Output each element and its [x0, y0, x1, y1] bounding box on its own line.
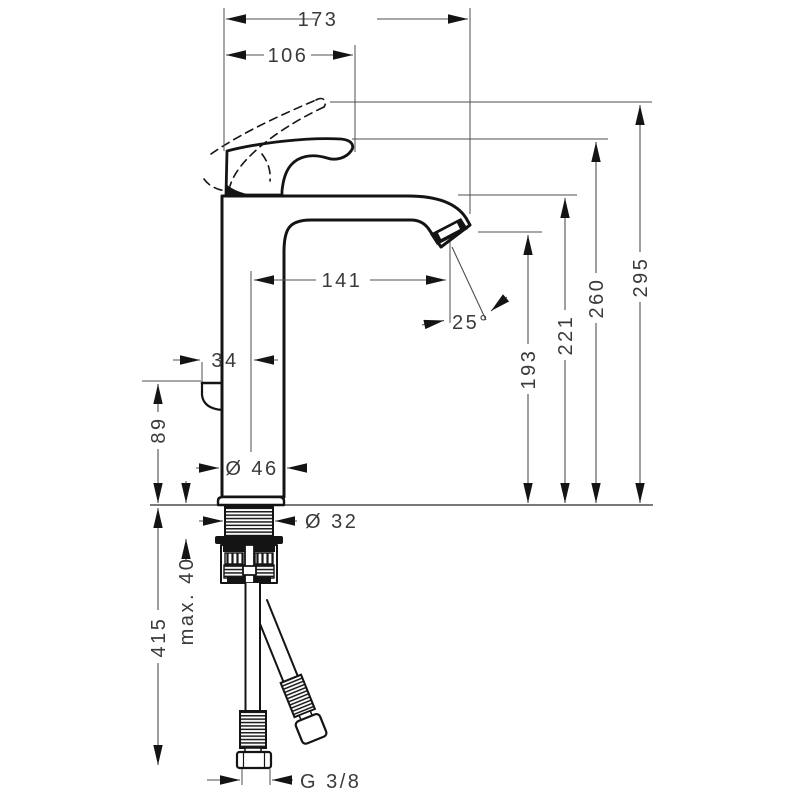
lever-raised-outline — [203, 97, 327, 192]
aerator-slot — [438, 223, 460, 239]
dim-lever-height: 260 — [586, 142, 608, 503]
dim-label-g38: G 3/8 — [300, 771, 361, 793]
threaded-shank — [224, 506, 274, 537]
dim-label-dia46: Ø 46 — [225, 458, 278, 480]
supply-hoses — [235, 582, 328, 770]
base-plate — [216, 495, 286, 507]
dim-label-max40: max. 40 — [176, 557, 198, 646]
dim-label-34: 34 — [211, 350, 238, 372]
pull-rod — [244, 544, 255, 584]
faucet — [200, 97, 472, 770]
dim-label-173: 173 — [298, 9, 339, 31]
dim-label-89: 89 — [148, 416, 170, 443]
hose-crimp-sleeve — [239, 710, 267, 749]
lever-handle — [224, 137, 355, 197]
dim-outlet-height: 193 — [518, 235, 540, 503]
dim-label-dia32: Ø 32 — [305, 511, 358, 533]
dim-spout-reach: 141 — [254, 270, 446, 292]
hose-connection-nut — [235, 750, 273, 770]
mounting-hardware — [215, 506, 283, 584]
angled-hose-nut — [294, 712, 328, 745]
dim-max-deck-thickness: max. 40 — [176, 481, 198, 645]
dim-label-295: 295 — [630, 257, 652, 298]
dim-hose-length: 415 — [148, 508, 170, 765]
dim-rod-height: 89 — [148, 384, 170, 503]
dim-lever-width: 106 — [226, 45, 353, 67]
dim-spray-angle: 25° — [421, 246, 510, 334]
dim-lever-raised-height: 295 — [630, 105, 652, 503]
dim-label-260: 260 — [586, 278, 608, 319]
pull-rod-knob — [200, 381, 224, 412]
faucet-body-outline — [220, 194, 472, 499]
dim-overall-width: 173 — [226, 9, 468, 31]
dim-label-221: 221 — [555, 315, 577, 356]
washer-flange — [215, 536, 283, 544]
dim-rod-offset: 34 — [173, 350, 278, 372]
dim-base-diameter: Ø 46 — [196, 458, 307, 480]
dim-spout-top-height: 221 — [555, 198, 577, 503]
dim-label-193: 193 — [518, 349, 540, 390]
dim-label-141: 141 — [322, 270, 363, 292]
spray-angle-slant-line — [451, 246, 487, 321]
extension-lines — [142, 8, 652, 785]
dim-label-25deg: 25° — [452, 312, 490, 334]
dim-thread: G 3/8 — [207, 771, 361, 793]
dim-label-106: 106 — [268, 45, 309, 67]
dim-label-415: 415 — [148, 617, 170, 658]
lever-base-foot — [226, 184, 254, 195]
dim-shank-diameter: Ø 32 — [199, 511, 358, 533]
dimensions: 173 106 141 34 89 Ø — [142, 8, 652, 793]
